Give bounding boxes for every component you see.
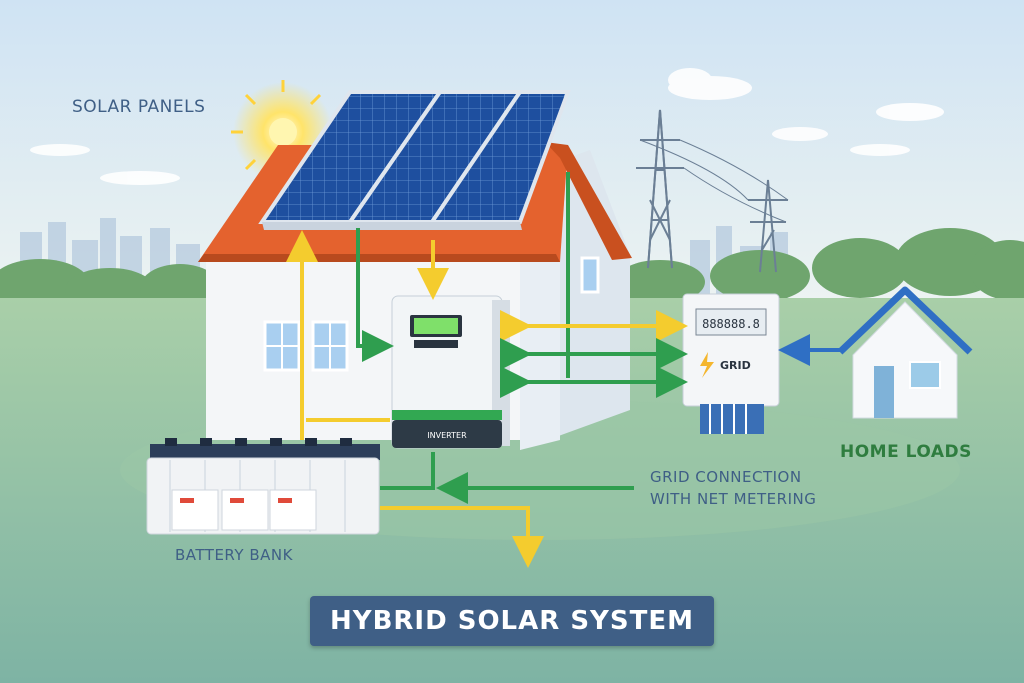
home-loads-house — [837, 286, 973, 419]
page-title: HYBRID SOLAR SYSTEM — [330, 606, 694, 636]
battery-bank-label: BATTERY BANK — [175, 546, 293, 564]
battery-bank — [146, 438, 380, 535]
net-meter — [682, 293, 780, 434]
inverter — [391, 295, 510, 449]
home-loads-label: HOME LOADS — [840, 442, 972, 462]
inverter-display — [414, 318, 458, 334]
inverter-battery-flow — [380, 452, 435, 490]
solar-panel-array — [258, 90, 571, 230]
inverter-brand: INVERTER — [427, 431, 467, 440]
power-pylons — [636, 109, 789, 273]
grid-connection-label-line2: WITH NET METERING — [650, 490, 817, 508]
energy-flows — [286, 172, 842, 568]
battery-output-flow — [380, 506, 544, 568]
grid-connection-label-line1: GRID CONNECTION — [650, 468, 802, 486]
panel-green-flow — [356, 228, 394, 362]
solar-panels-label: SOLAR PANELS — [72, 97, 206, 117]
meter-display: 888888.8 — [702, 317, 760, 331]
clouds — [30, 68, 944, 185]
title-banner: HYBRID SOLAR SYSTEM — [310, 596, 714, 646]
lightning-icon — [700, 352, 714, 378]
meter-grid-label: GRID — [720, 359, 751, 372]
